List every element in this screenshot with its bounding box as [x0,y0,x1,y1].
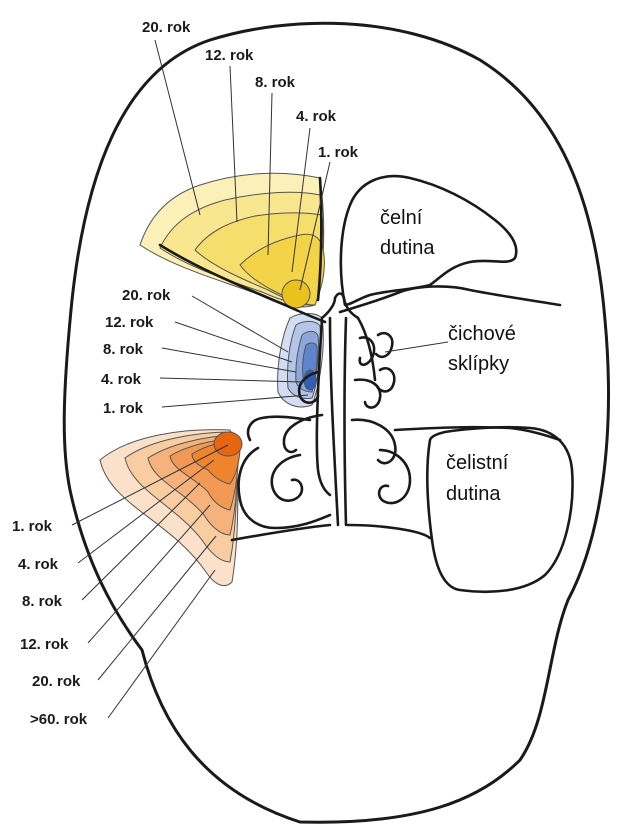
ethmoid-label-12: 12. rok [105,314,154,331]
maxillary-label-4: 4. rok [18,556,59,573]
frontal-stage-1 [282,280,310,308]
ethmoid-structure-leader [385,342,448,352]
frontal-label-1: 1. rok [318,144,359,161]
maxillary-label-20: 20. rok [32,673,81,690]
ethmoid-cells-label-line1: čichové [448,323,516,345]
maxillary-stage-1 [214,432,242,456]
frontal-label-12: 12. rok [205,47,254,64]
maxillary-label-8: 8. rok [22,593,63,610]
ethmoid-label-1: 1. rok [103,400,144,417]
frontal-sinus-label-line1: čelní [380,207,423,229]
right-orbit-roof [340,286,560,312]
frontal-sinus-label-line2: dutina [380,237,435,259]
maxillary-sinus-growth [100,430,242,586]
nasal-cavity [232,294,430,541]
maxillary-label-1: 1. rok [12,518,53,535]
frontal-label-20: 20. rok [142,19,191,36]
ethmoid-label-4: 4. rok [101,371,142,388]
maxillary-sinus-label-line2: dutina [446,483,501,505]
ethmoid-cells-label-line2: sklípky [448,353,509,375]
ethmoid-label-20: 20. rok [122,287,171,304]
frontal-label-4: 4. rok [296,108,337,125]
frontal-label-8: 8. rok [255,74,296,91]
maxillary-label-gt60: >60. rok [30,711,88,728]
maxillary-sinus-label-line1: čelistní [446,452,509,474]
maxillary-label-12: 12. rok [20,636,69,653]
ethmoid-label-8: 8. rok [103,341,144,358]
